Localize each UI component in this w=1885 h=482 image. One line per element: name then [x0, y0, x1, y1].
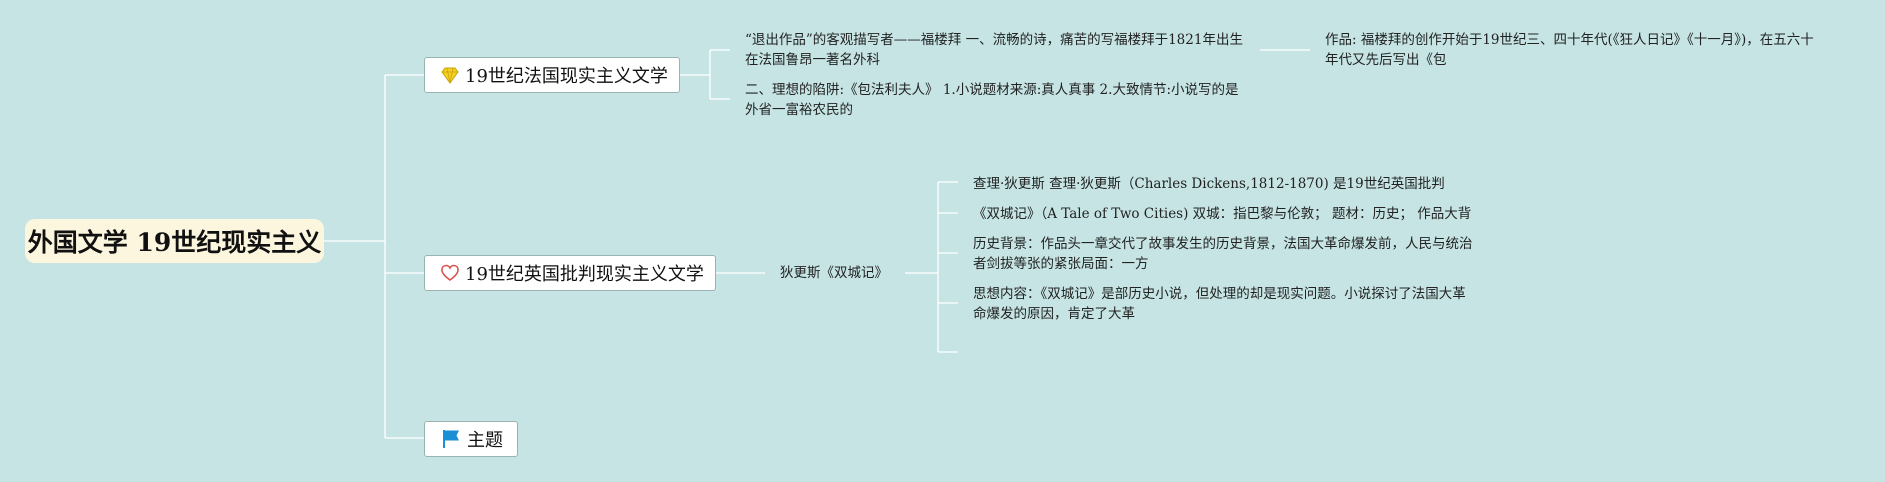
- diamond-icon: [441, 64, 459, 86]
- root-topic-label: 外国文学 19世纪现实主义: [27, 228, 322, 257]
- branch-english-label: 19世纪英国批判现实主义文学: [465, 264, 704, 285]
- french-leaf-2[interactable]: 二、理想的陷阱:《包法利夫人》 1.小说题材来源:真人真事 2.大致情节:小说写…: [745, 82, 1239, 118]
- branch-french-realism[interactable]: 19世纪法国现实主义文学: [424, 57, 680, 93]
- english-leaf-3[interactable]: 历史背景：作品头一章交代了故事发生的历史背景，法国大革命爆发前，人民与统治者剑拔…: [973, 236, 1473, 272]
- branch-english-realism[interactable]: 19世纪英国批判现实主义文学: [424, 255, 716, 291]
- english-leaf-4[interactable]: 思想内容：《双城记》是部历史小说，但处理的却是现实问题。小说探讨了法国大革命爆发…: [973, 286, 1466, 322]
- heart-icon: [441, 262, 459, 284]
- french-leaf-1[interactable]: “退出作品”的客观描写者——福楼拜 一、流畅的诗，痛苦的写福楼拜于1821年出生…: [745, 32, 1243, 68]
- branch-theme[interactable]: 主题: [424, 421, 518, 457]
- branch-theme-label: 主题: [467, 430, 503, 451]
- french-subleaf[interactable]: 作品: 福楼拜的创作开始于19世纪三、四十年代(《狂人日记》《十一月》)，在五六…: [1325, 32, 1814, 68]
- root-topic[interactable]: 外国文学 19世纪现实主义: [25, 219, 324, 263]
- branch-french-label: 19世纪法国现实主义文学: [465, 66, 668, 87]
- flag-icon: [441, 428, 461, 450]
- english-mid-topic[interactable]: 狄更斯《双城记》: [780, 265, 888, 281]
- english-leaf-2[interactable]: 《双城记》（A Tale of Two Cities) 双城：指巴黎与伦敦； 题…: [973, 206, 1472, 222]
- english-leaf-1[interactable]: 查理·狄更斯 查理·狄更斯（Charles Dickens,1812-1870)…: [973, 176, 1445, 192]
